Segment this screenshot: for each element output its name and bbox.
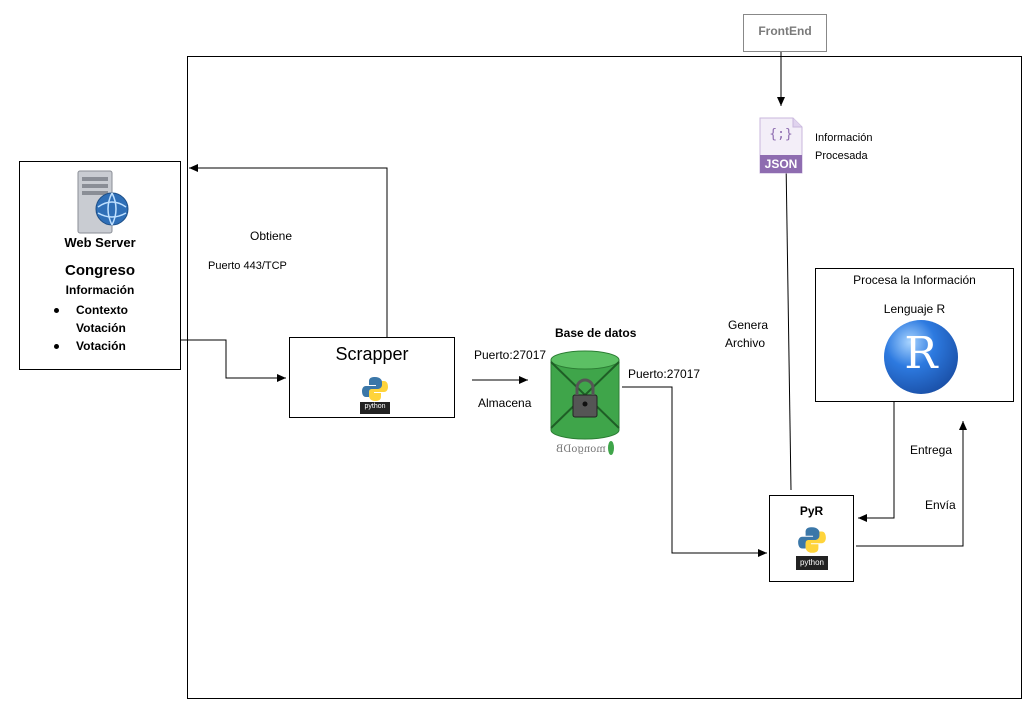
database-title: Base de datos <box>555 326 637 340</box>
frontend-label: FrontEnd <box>758 24 812 38</box>
webserver-item: Votación <box>54 337 128 355</box>
json-label-line1: Información <box>815 132 873 144</box>
r-box-subtitle: Lenguaje R <box>883 302 946 316</box>
edge-pyr-json <box>782 159 792 491</box>
webserver-subtitle: Información <box>65 283 135 297</box>
r-logo-icon: R <box>884 320 958 394</box>
frontend-box: FrontEnd <box>743 14 827 52</box>
label-puerto-27017-b: Puerto:27017 <box>628 367 701 381</box>
server-icon-label: Web Server <box>64 235 136 250</box>
edge-webserver-scrapper <box>178 339 286 382</box>
python-logo-text: python <box>799 558 825 567</box>
mongodb-logo-text: mongoDB <box>556 444 606 455</box>
scrapper-box: Scrapper python <box>289 337 455 418</box>
mongodb-icon: mongoDB <box>548 350 622 460</box>
r-logo-letter: R <box>904 328 938 379</box>
scrapper-title: Scrapper <box>335 344 409 364</box>
label-envia: Envía <box>925 498 956 512</box>
server-icon <box>60 167 140 257</box>
edge-r-pyr <box>858 402 895 522</box>
webserver-box: Web Server Congreso Información Contexto… <box>19 161 181 370</box>
webserver-item: Votación <box>76 321 126 335</box>
label-genera-line1: Genera <box>728 318 769 332</box>
python-logo: python <box>360 374 390 416</box>
python-logo: python <box>796 524 828 574</box>
python-logo-text: python <box>364 403 386 410</box>
edge-scrapper-webserver <box>189 164 388 337</box>
label-almacena: Almacena <box>478 396 532 410</box>
label-puerto-443: Puerto 443/TCP <box>208 260 287 272</box>
edge-pyr-r <box>856 421 967 547</box>
label-genera-line2: Archivo <box>725 336 766 350</box>
r-processing-box: Procesa la Información Lenguaje R R <box>815 268 1014 402</box>
pyr-box: PyR python <box>769 495 854 582</box>
label-entrega: Entrega <box>910 443 953 457</box>
label-puerto-27017-a: Puerto:27017 <box>474 348 547 362</box>
json-glyph: {;} <box>769 127 793 142</box>
json-label-line2: Procesada <box>815 150 868 162</box>
webserver-items: Contexto Votación Votación <box>54 301 128 355</box>
label-obtiene: Obtiene <box>250 229 293 243</box>
edge-db-pyr <box>622 386 767 557</box>
json-icon-text: JSON <box>764 157 798 171</box>
webserver-item: Contexto <box>54 301 128 319</box>
pyr-title: PyR <box>799 504 824 518</box>
r-box-title: Procesa la Información <box>853 273 976 287</box>
webserver-title: Congreso <box>64 262 135 279</box>
json-file-icon: {;} JSON <box>759 117 803 174</box>
mongodb-leaf-icon <box>608 441 614 455</box>
